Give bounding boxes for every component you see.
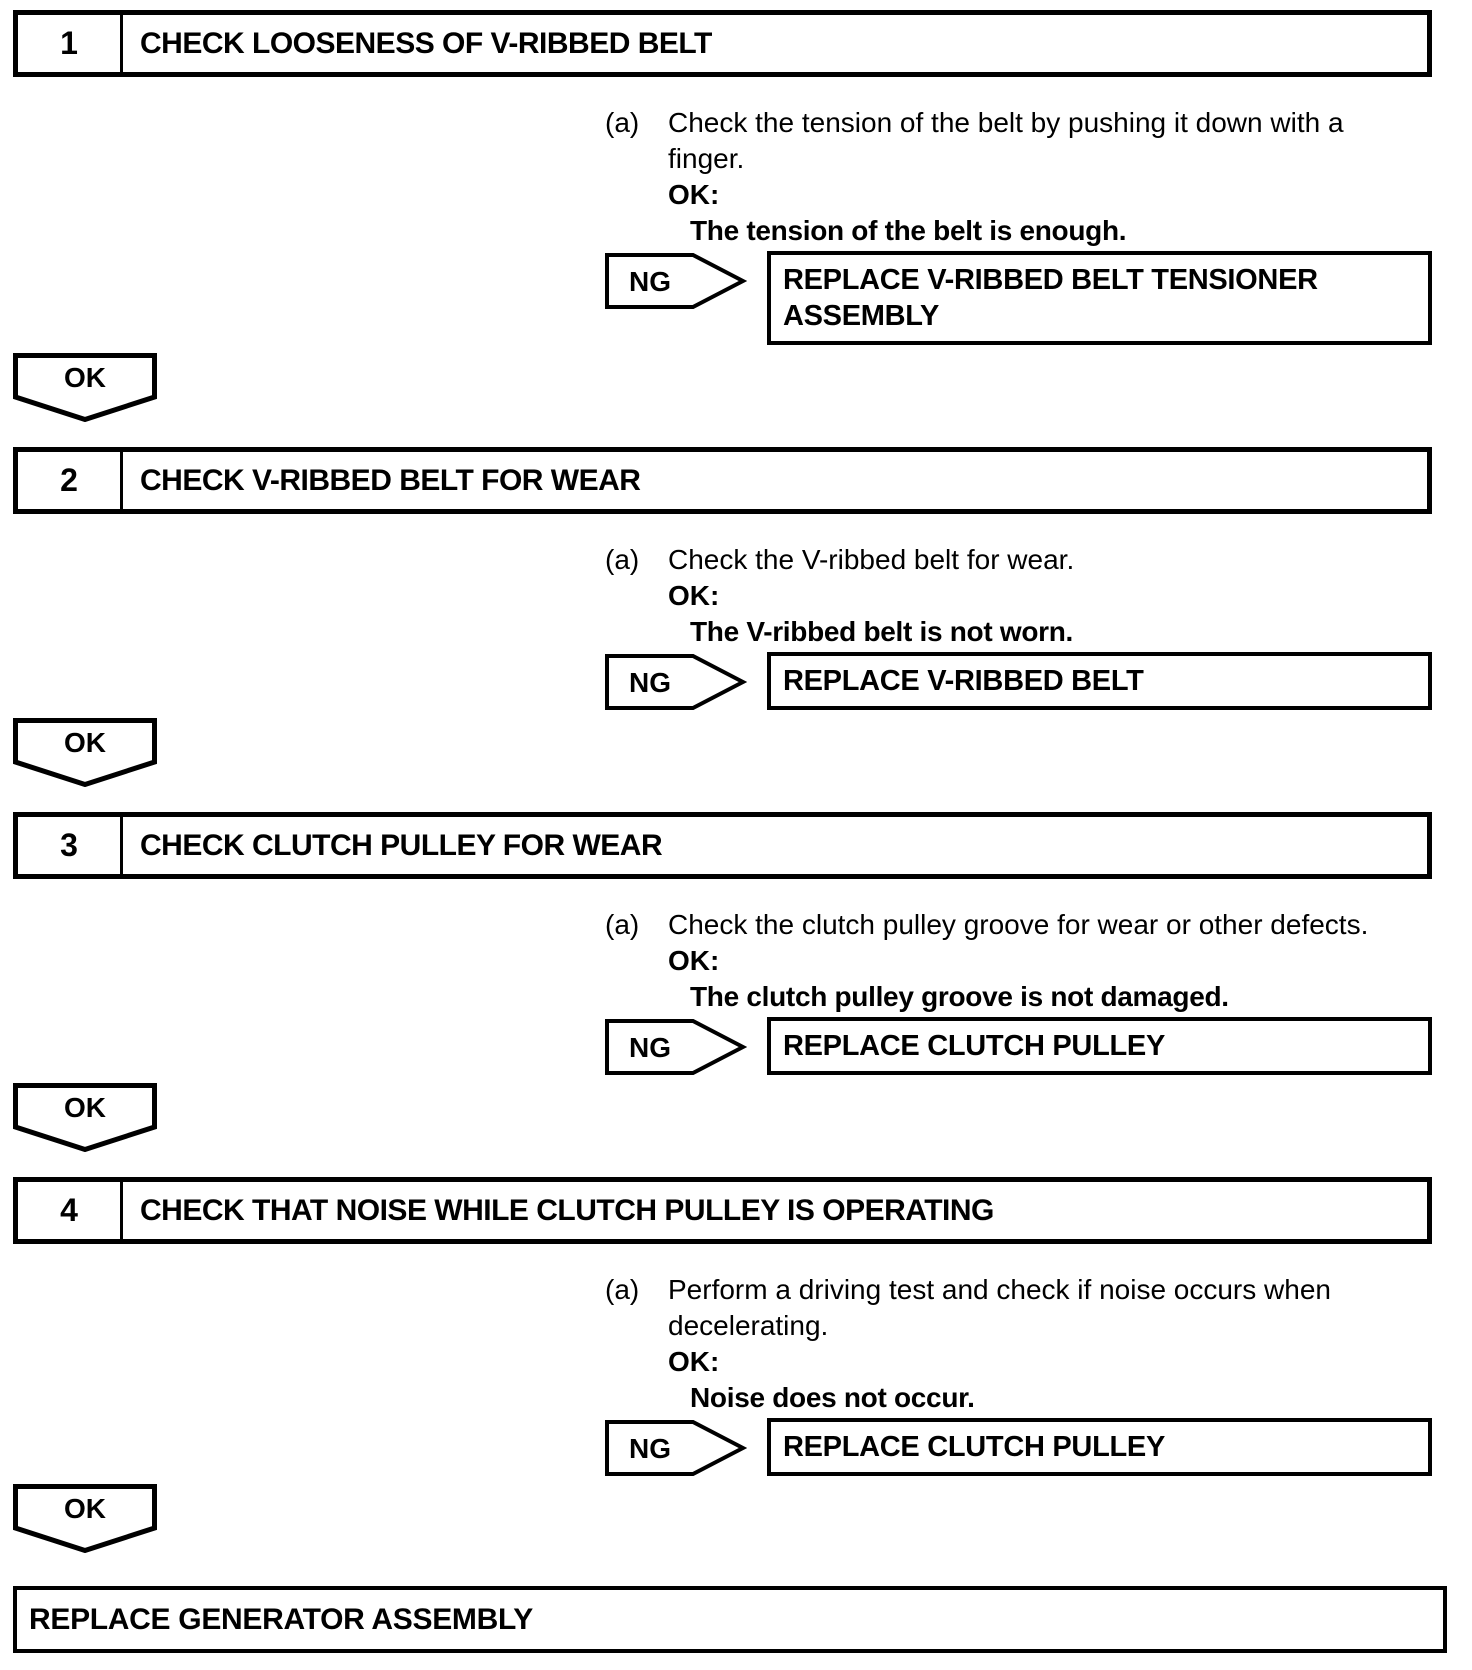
final-action-box: REPLACE GENERATOR ASSEMBLY	[13, 1586, 1447, 1653]
instruction-block: (a) Check the tension of the belt by pus…	[605, 105, 1432, 249]
ng-action-box: REPLACE CLUTCH PULLEY	[767, 1017, 1432, 1075]
instruction-text: Check the tension of the belt by pushing…	[668, 107, 1344, 174]
step-header: 2 CHECK V-RIBBED BELT FOR WEAR	[13, 447, 1432, 514]
instruction-block: (a) Perform a driving test and check if …	[605, 1272, 1432, 1416]
ok-heading: OK:	[668, 1346, 720, 1377]
ok-arrow: OK	[13, 353, 1432, 422]
step-number: 2	[18, 452, 123, 509]
step-number: 3	[18, 817, 123, 874]
step-title: CHECK THAT NOISE WHILE CLUTCH PULLEY IS …	[140, 1193, 994, 1227]
ng-label: NG	[629, 667, 671, 698]
step-number: 1	[18, 15, 123, 72]
step-4-section: 4 CHECK THAT NOISE WHILE CLUTCH PULLEY I…	[13, 1177, 1432, 1553]
step-title: CHECK V-RIBBED BELT FOR WEAR	[140, 463, 641, 497]
ng-row: NG REPLACE V-RIBBED BELT TENSIONER ASSEM…	[605, 251, 1432, 345]
ng-arrow-icon: NG	[605, 1019, 747, 1075]
step-header: 3 CHECK CLUTCH PULLEY FOR WEAR	[13, 812, 1432, 879]
ok-condition: Noise does not occur.	[690, 1382, 975, 1413]
ok-arrow: OK	[13, 718, 1432, 787]
ng-row: NG REPLACE V-RIBBED BELT	[605, 652, 1432, 710]
step-number: 4	[18, 1182, 123, 1239]
ok-arrow: OK	[13, 1083, 1432, 1152]
instruction-item-label: (a)	[605, 107, 640, 138]
step-header: 1 CHECK LOOSENESS OF V-RIBBED BELT	[13, 10, 1432, 77]
ng-action-box: REPLACE V-RIBBED BELT TENSIONER ASSEMBLY	[767, 251, 1432, 345]
ok-arrow-label: OK	[64, 727, 106, 758]
ok-arrow-label: OK	[64, 362, 106, 393]
ng-action-box: REPLACE CLUTCH PULLEY	[767, 1418, 1432, 1476]
ng-arrow-icon: NG	[605, 1420, 747, 1476]
instruction-block: (a) Check the V-ribbed belt for wear. OK…	[605, 542, 1432, 650]
ng-row: NG REPLACE CLUTCH PULLEY	[605, 1017, 1432, 1075]
ng-label: NG	[629, 1032, 671, 1063]
step-2-section: 2 CHECK V-RIBBED BELT FOR WEAR (a) Check…	[13, 447, 1432, 787]
ok-condition: The clutch pulley groove is not damaged.	[690, 981, 1229, 1012]
step-header: 4 CHECK THAT NOISE WHILE CLUTCH PULLEY I…	[13, 1177, 1432, 1244]
ng-action-box: REPLACE V-RIBBED BELT	[767, 652, 1432, 710]
ok-heading: OK:	[668, 580, 720, 611]
step-title: CHECK LOOSENESS OF V-RIBBED BELT	[140, 26, 712, 60]
ng-arrow-icon: NG	[605, 253, 747, 309]
step-title: CHECK CLUTCH PULLEY FOR WEAR	[140, 828, 663, 862]
instruction-item-label: (a)	[605, 544, 640, 575]
ok-heading: OK:	[668, 179, 720, 210]
step-3-section: 3 CHECK CLUTCH PULLEY FOR WEAR (a) Check…	[13, 812, 1432, 1152]
ok-condition: The V-ribbed belt is not worn.	[690, 616, 1074, 647]
ng-label: NG	[629, 266, 671, 297]
ok-arrow-label: OK	[64, 1092, 106, 1123]
instruction-text: Check the V-ribbed belt for wear.	[668, 544, 1075, 575]
instruction-item-label: (a)	[605, 1274, 640, 1305]
step-1-section: 1 CHECK LOOSENESS OF V-RIBBED BELT (a) C…	[13, 10, 1432, 422]
instruction-block: (a) Check the clutch pulley groove for w…	[605, 907, 1432, 1015]
instruction-item-label: (a)	[605, 909, 640, 940]
ok-condition: The tension of the belt is enough.	[690, 215, 1127, 246]
ok-heading: OK:	[668, 945, 720, 976]
ok-arrow: OK	[13, 1484, 1432, 1553]
instruction-text: Perform a driving test and check if nois…	[668, 1274, 1331, 1341]
instruction-text: Check the clutch pulley groove for wear …	[668, 909, 1369, 940]
ng-row: NG REPLACE CLUTCH PULLEY	[605, 1418, 1432, 1476]
ng-arrow-icon: NG	[605, 654, 747, 710]
ng-label: NG	[629, 1433, 671, 1464]
ok-arrow-label: OK	[64, 1493, 106, 1524]
